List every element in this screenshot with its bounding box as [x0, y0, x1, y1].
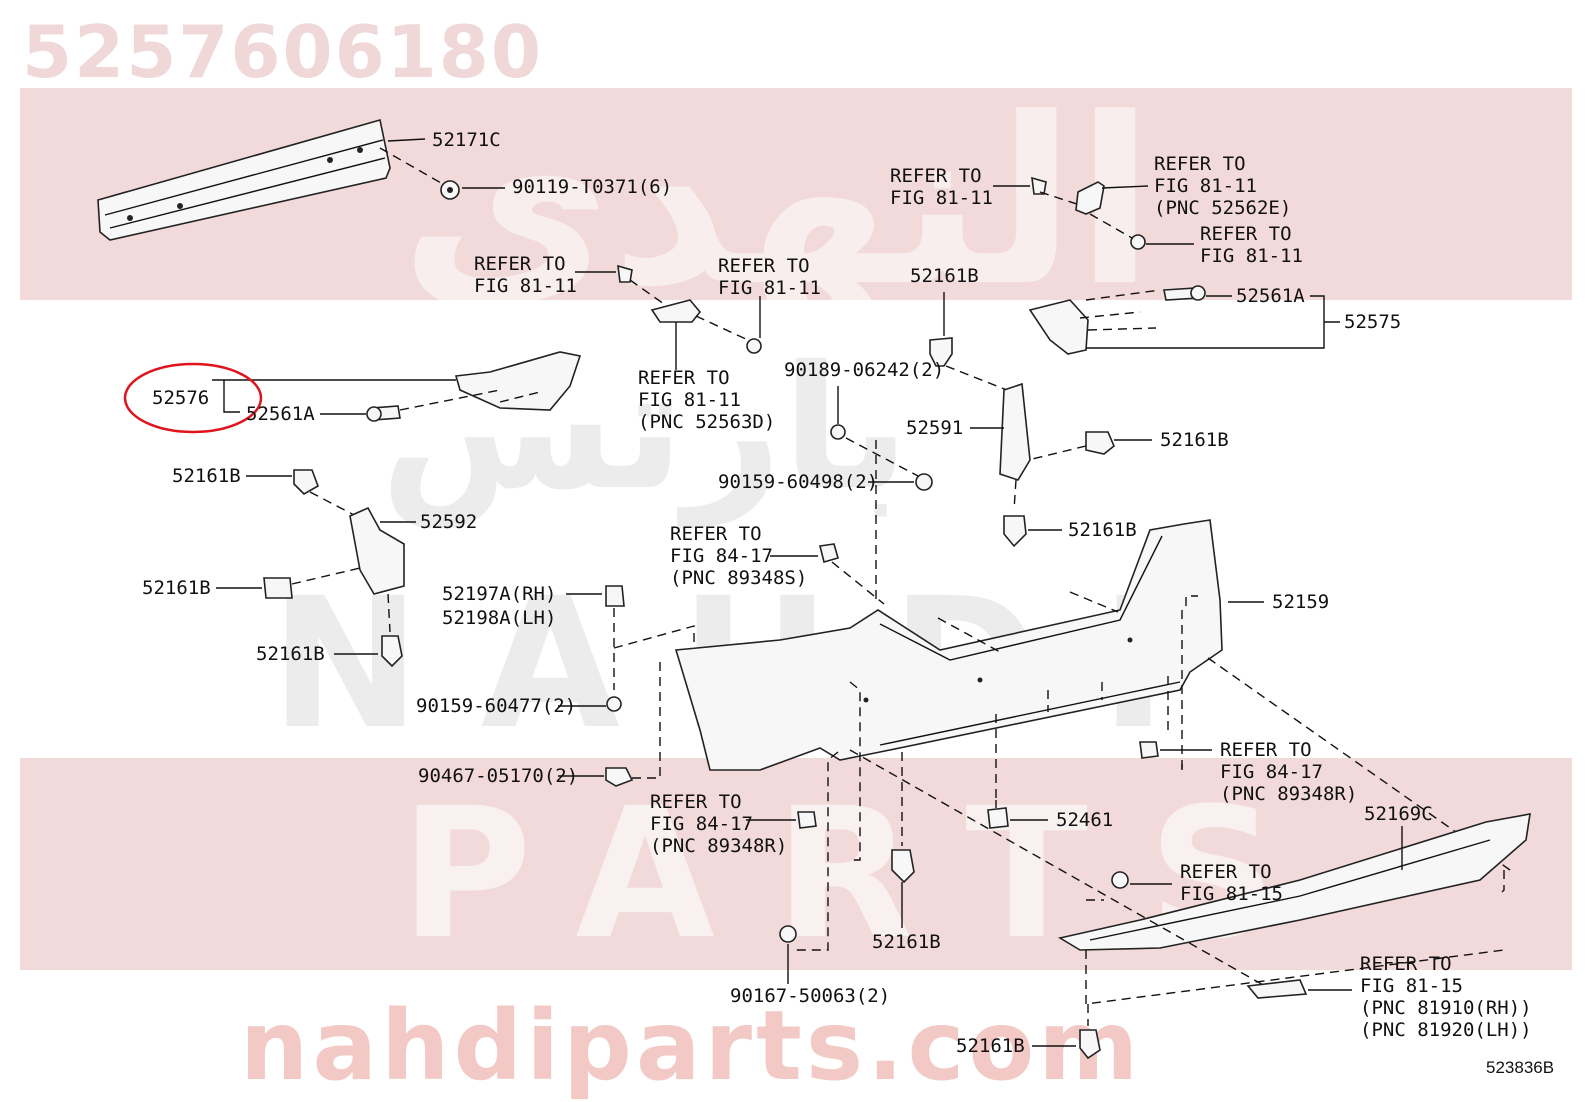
- refer-g-line2: FIG 84-17: [670, 545, 773, 567]
- retainer-clip-icon: [605, 585, 625, 607]
- lower-spoiler-part: [1057, 813, 1531, 951]
- clip-fastener-icon: [929, 337, 953, 367]
- label-90119: 90119-T0371(6): [512, 176, 672, 198]
- label-90167: 90167-50063(2): [730, 985, 890, 1007]
- retainer-bolt-icon-2: [366, 405, 401, 422]
- clip-fastener-icon-2: [1085, 431, 1115, 455]
- refer-j-line1: REFER TO: [1180, 861, 1272, 883]
- refer-b-line2: FIG 81-11: [1154, 175, 1257, 197]
- refer-f-line2: FIG 81-11: [638, 389, 741, 411]
- watermark-arabic-2: بارتس: [380, 330, 910, 528]
- label-52461: 52461: [1056, 809, 1113, 831]
- refer-k-line1: REFER TO: [1360, 953, 1452, 975]
- refer-b-line3: (PNC 52562E): [1154, 197, 1291, 219]
- figure-code: 523836B: [1486, 1058, 1555, 1077]
- label-52561A-left: 52561A: [246, 403, 315, 425]
- clip-fastener-icon-4: [293, 469, 319, 495]
- label-52161B-bottom: 52161B: [956, 1035, 1025, 1057]
- clip-fastener-icon-7: [891, 849, 915, 884]
- label-52169C: 52169C: [1364, 803, 1433, 825]
- bumper-cover-part: [674, 519, 1223, 771]
- label-52159: 52159: [1272, 591, 1329, 613]
- label-52561A-right: 52561A: [1236, 285, 1305, 307]
- refer-c-line2: FIG 81-11: [1200, 245, 1303, 267]
- refer-k-line2: FIG 81-15: [1360, 975, 1463, 997]
- label-90159-77: 90159-60477(2): [416, 695, 576, 717]
- label-52592: 52592: [420, 511, 477, 533]
- watermark-url: nahdiparts.com: [240, 990, 1143, 1102]
- refer-i-line1: REFER TO: [650, 791, 742, 813]
- bolt-icon-2: [746, 338, 762, 354]
- clip-icon: [1031, 176, 1047, 195]
- label-52591: 52591: [906, 417, 963, 439]
- refer-e-line2: FIG 81-11: [718, 277, 821, 299]
- refer-f-line1: REFER TO: [638, 367, 730, 389]
- refer-g-line3: (PNC 89348S): [670, 567, 807, 589]
- clip-icon-2: [617, 264, 633, 283]
- refer-c-line1: REFER TO: [1200, 223, 1292, 245]
- refer-j-line2: FIG 81-15: [1180, 883, 1283, 905]
- refer-i-line2: FIG 84-17: [650, 813, 753, 835]
- side-retainer-part: [999, 382, 1031, 481]
- refer-a-line1: REFER TO: [890, 165, 982, 187]
- reflector-part: [1246, 979, 1308, 999]
- left-retainer-part: [454, 351, 582, 411]
- bracket-icon-2: [650, 299, 702, 323]
- highlight-circle: [123, 362, 263, 434]
- nut-icon: [1130, 234, 1146, 250]
- reinforcement-part: [97, 118, 391, 241]
- label-52198A: 52198A(LH): [442, 607, 556, 629]
- label-52161B-right1: 52161B: [1160, 429, 1229, 451]
- refer-k-line3: (PNC 81910(RH)): [1360, 997, 1532, 1019]
- label-52171C: 52171C: [432, 129, 501, 151]
- refer-d-line2: FIG 81-11: [474, 275, 577, 297]
- refer-e-line1: REFER TO: [718, 255, 810, 277]
- nut-icon-2: [915, 473, 933, 491]
- clip-icon-3: [605, 767, 634, 787]
- label-52161B-left1: 52161B: [172, 465, 241, 487]
- clip-fastener-icon-5: [263, 577, 293, 599]
- clip-fastener-icon-3: [1003, 515, 1027, 548]
- watermark-arabic: النهدي: [400, 70, 1155, 337]
- retainer-bolt-icon: [1163, 285, 1206, 301]
- label-90189: 90189-06242(2): [784, 359, 944, 381]
- clip-icon-6: [797, 811, 817, 829]
- refer-h-line2: FIG 84-17: [1220, 761, 1323, 783]
- rear-retainer-part: [1028, 299, 1089, 355]
- clip-icon-4: [819, 543, 839, 563]
- label-52575: 52575: [1344, 311, 1401, 333]
- refer-f-line3: (PNC 52563D): [638, 411, 775, 433]
- refer-b-line1: REFER TO: [1154, 153, 1246, 175]
- pad-part: [987, 807, 1009, 829]
- side-bracket-part: [349, 506, 405, 595]
- refer-h-line3: (PNC 89348R): [1220, 783, 1357, 805]
- bolt-icon: [440, 180, 460, 200]
- bolt-icon-3: [830, 424, 846, 440]
- clip-fastener-icon-8: [1079, 1029, 1101, 1060]
- refer-a-line2: FIG 81-11: [890, 187, 993, 209]
- refer-d-line1: REFER TO: [474, 253, 566, 275]
- refer-k-line4: (PNC 81920(LH)): [1360, 1019, 1532, 1041]
- label-52161B-left2: 52161B: [142, 577, 211, 599]
- part-number-title: 5257606180: [22, 10, 543, 94]
- label-52161B-right2: 52161B: [1068, 519, 1137, 541]
- clip-fastener-icon-6: [381, 635, 403, 668]
- label-90467: 90467-05170(2): [418, 765, 578, 787]
- screw-icon: [606, 696, 622, 712]
- refer-g-line1: REFER TO: [670, 523, 762, 545]
- label-52197A: 52197A(RH): [442, 583, 556, 605]
- clip-icon-7: [1111, 871, 1129, 889]
- label-52161B-bottom-center: 52161B: [872, 931, 941, 953]
- label-52161B-top: 52161B: [910, 265, 979, 287]
- clip-icon-5: [1139, 741, 1159, 759]
- bracket-icon: [1075, 181, 1105, 215]
- label-90159-98: 90159-60498(2): [718, 471, 878, 493]
- refer-i-line3: (PNC 89348R): [650, 835, 787, 857]
- refer-h-line1: REFER TO: [1220, 739, 1312, 761]
- label-52161B-left3: 52161B: [256, 643, 325, 665]
- label-52576: 52576: [152, 387, 209, 409]
- nut-icon-3: [779, 925, 797, 943]
